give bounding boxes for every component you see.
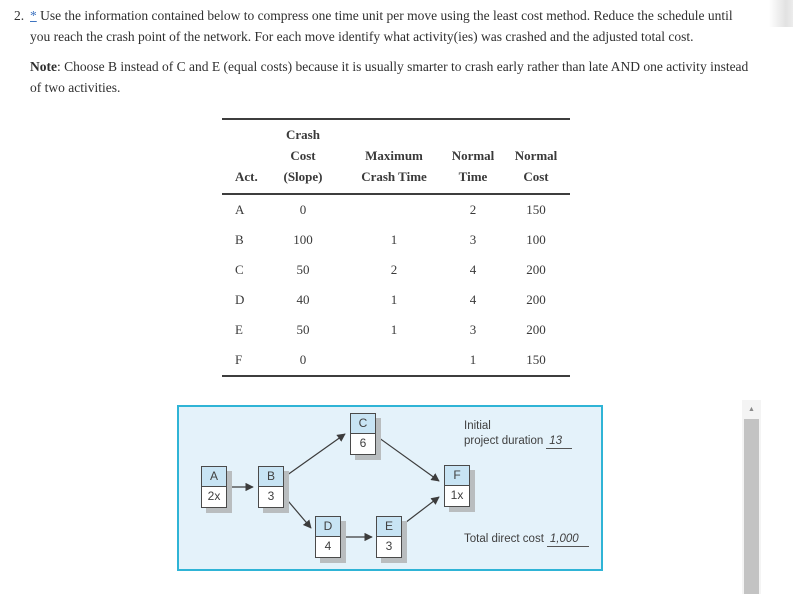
scrollbar[interactable]: ▲ — [742, 400, 761, 594]
node-c-duration: 6 — [350, 434, 376, 455]
cell: 150 — [526, 202, 546, 217]
node-e: E 3 — [376, 516, 402, 558]
problem-item: 2. * Use the information contained below… — [14, 5, 751, 98]
cell: 0 — [299, 202, 307, 217]
cell — [344, 194, 444, 225]
cell: 1 — [390, 292, 398, 307]
cell: 50 — [296, 322, 310, 337]
node-b: B 3 — [258, 466, 284, 508]
scrollbar-up-button[interactable]: ▲ — [748, 405, 755, 413]
cell: 0 — [299, 352, 307, 367]
problem-number: 2. — [14, 8, 25, 23]
node-e-letter: E — [376, 516, 402, 537]
cell: 1 — [390, 232, 398, 247]
problem-body: * Use the information contained below to… — [30, 5, 751, 98]
cell: 150 — [526, 352, 546, 367]
initial-label: Initial — [464, 420, 491, 432]
table-row: E 50 1 3 200 — [222, 315, 570, 345]
cell: 100 — [526, 232, 546, 247]
note-text: : Choose B instead of C and E (equal cos… — [30, 59, 749, 95]
cell-activity: D — [235, 292, 245, 307]
node-a-letter: A — [201, 466, 227, 487]
node-e-duration: 3 — [376, 537, 402, 558]
scrollbar-thumb[interactable] — [744, 419, 759, 594]
problem-statement-text: Use the information contained below to c… — [30, 8, 733, 44]
node-f: F 1x — [444, 465, 470, 507]
node-f-duration: 1x — [444, 486, 470, 507]
cell: 4 — [469, 292, 477, 307]
total-cost-value: 1,000 — [546, 533, 589, 547]
node-a-duration: 2x — [201, 487, 227, 508]
diagram-edges — [227, 433, 440, 542]
table-row: C 50 2 4 200 — [222, 255, 570, 285]
cell: 200 — [526, 292, 546, 307]
crash-cost-table: Act. Crash Cost (Slope) Maximum Crash Ti… — [222, 118, 570, 377]
table-header-row: Act. Crash Cost (Slope) Maximum Crash Ti… — [222, 119, 570, 195]
col-header-normal-time: Normal Time — [444, 119, 502, 195]
edge-b-c — [282, 433, 346, 479]
node-d-letter: D — [315, 516, 341, 537]
edge-e-f — [400, 496, 440, 527]
cell-activity: B — [235, 232, 244, 247]
node-d-duration: 4 — [315, 537, 341, 558]
cell: 200 — [526, 322, 546, 337]
table-row: F 0 1 150 — [222, 345, 570, 376]
edge-c-f — [374, 434, 440, 482]
cell — [344, 345, 444, 376]
problem-note: Note: Choose B instead of C and E (equal… — [30, 56, 751, 98]
cell: 2 — [469, 202, 477, 217]
cell: 3 — [469, 232, 477, 247]
total-cost-label: Total direct cost — [464, 533, 544, 545]
table-row: A 0 2 150 — [222, 194, 570, 225]
table-row: D 40 1 4 200 — [222, 285, 570, 315]
col-header-crash-cost: Crash Cost (Slope) — [262, 119, 344, 195]
col-header-act: Act. — [222, 119, 262, 195]
footnote-link[interactable]: * — [30, 8, 37, 23]
cell: 40 — [296, 292, 310, 307]
col-header-max-crash-time: Maximum Crash Time — [344, 119, 444, 195]
cell: 1 — [469, 352, 477, 367]
node-b-letter: B — [258, 466, 284, 487]
node-f-letter: F — [444, 465, 470, 486]
node-d: D 4 — [315, 516, 341, 558]
cell-activity: E — [235, 322, 243, 337]
cell-activity: F — [235, 352, 243, 367]
cell: 1 — [390, 322, 398, 337]
table-row: B 100 1 3 100 — [222, 225, 570, 255]
cell: 200 — [526, 262, 546, 277]
note-label: Note — [30, 59, 57, 74]
cell: 2 — [390, 262, 398, 277]
duration-label: project duration — [464, 435, 544, 447]
node-a: A 2x — [201, 466, 227, 508]
col-header-normal-cost: Normal Cost — [502, 119, 570, 195]
cell: 4 — [469, 262, 477, 277]
node-c: C 6 — [350, 413, 376, 455]
network-diagram: A 2x B 3 C 6 D 4 E 3 F 1x Initial projec… — [177, 405, 603, 571]
cell-activity: C — [235, 262, 244, 277]
cell: 50 — [296, 262, 310, 277]
duration-value: 13 — [546, 435, 573, 449]
node-b-duration: 3 — [258, 487, 284, 508]
cell-activity: A — [235, 202, 245, 217]
cell: 100 — [293, 232, 313, 247]
problem-statement: * Use the information contained below to… — [30, 5, 751, 47]
corner-shadow-artifact — [769, 0, 793, 27]
node-c-letter: C — [350, 413, 376, 434]
cell: 3 — [469, 322, 477, 337]
edge-b-d — [282, 494, 312, 529]
